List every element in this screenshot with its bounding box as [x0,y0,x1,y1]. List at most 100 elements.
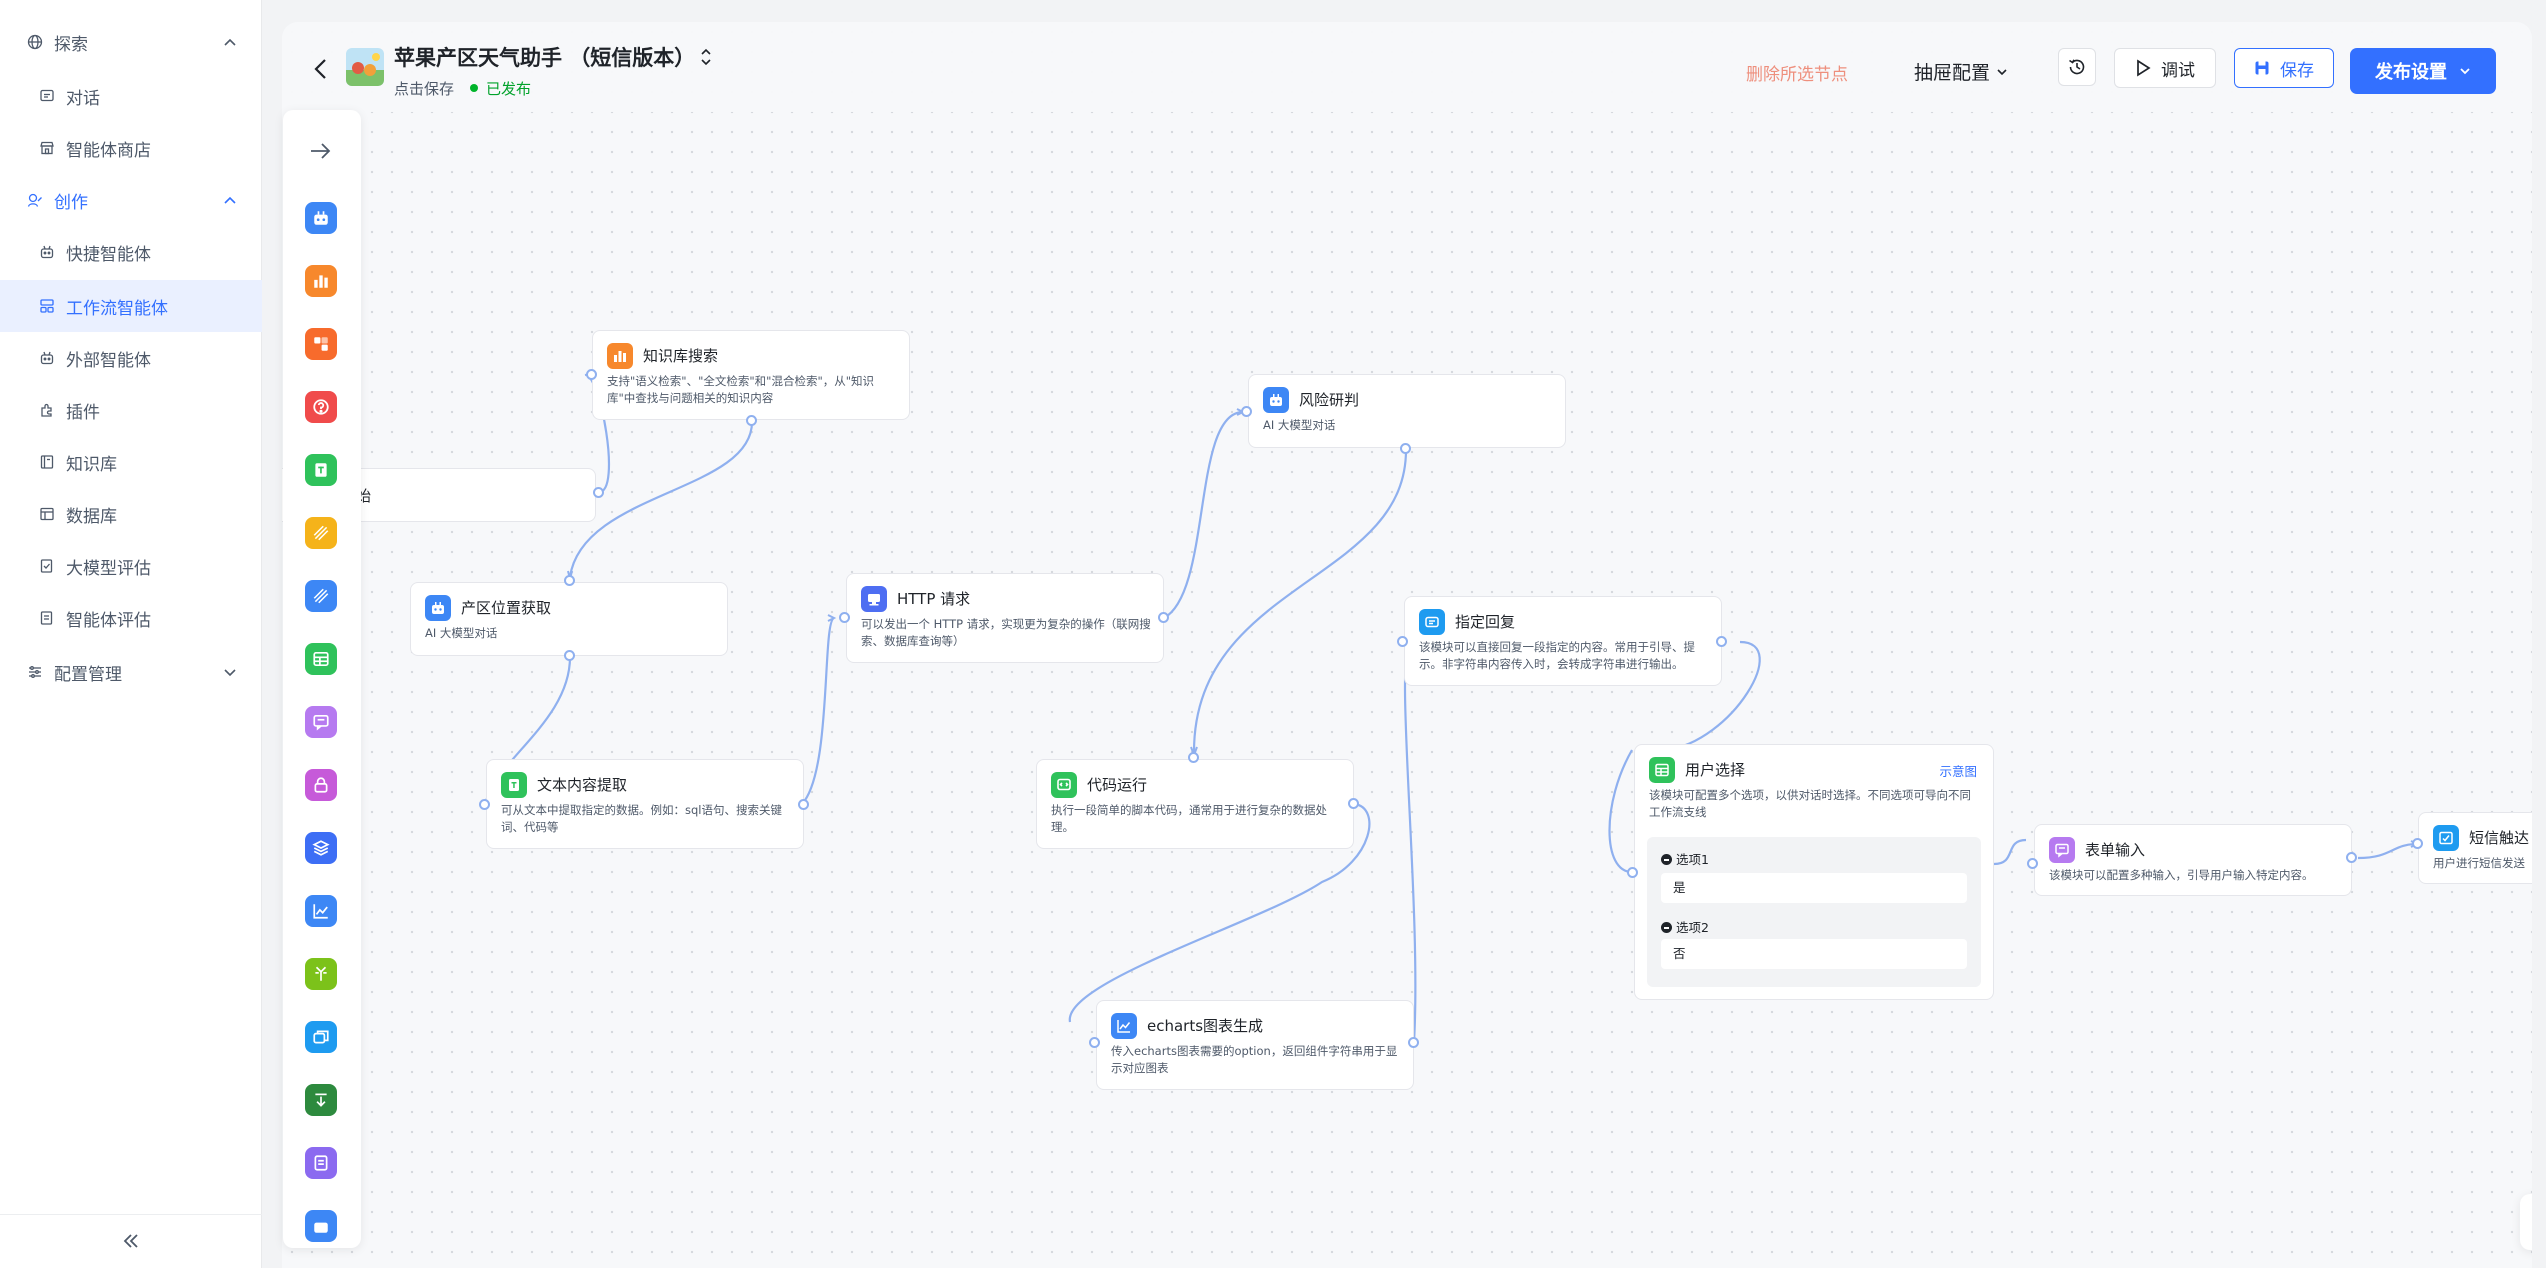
nav-item-external-agent-label: 外部智能体 [66,350,151,371]
node-user-choice[interactable]: 用户选择 示意图 该模块可配置多个选项，以供对话时选择。不同选项可导向不同工作流… [1634,744,1994,1000]
history-button[interactable] [2058,48,2096,86]
nav-item-agent-eval[interactable]: 智能体评估 [0,592,262,644]
download-icon[interactable] [305,1084,337,1116]
nav-item-quick-agent[interactable]: 快捷智能体 [0,226,262,278]
globe-icon [26,33,44,51]
back-icon[interactable] [310,56,332,82]
window-icon[interactable] [305,1021,337,1053]
port-in[interactable] [1089,1037,1100,1048]
nav-item-external-agent[interactable]: 外部智能体 [0,332,262,384]
save-icon [2255,61,2269,75]
remove-option-icon[interactable] [1661,854,1672,865]
port-in[interactable] [2412,838,2423,849]
option-input[interactable]: 是 [1661,873,1967,903]
port-in[interactable] [2027,858,2038,869]
more-icon[interactable] [305,1210,337,1242]
nav-item-model-eval[interactable]: 大模型评估 [0,540,262,592]
edge-extract-http [801,616,835,805]
port-out[interactable] [798,799,809,810]
doc-icon[interactable] [305,454,337,486]
node-location[interactable]: 产区位置获取 AI 大模型对话 [410,582,728,656]
question-icon[interactable] [305,391,337,423]
port-out[interactable] [1408,1037,1419,1048]
node-title: 代码运行 [1087,776,1148,794]
chevron-up-icon [224,196,236,204]
bar-chart-icon[interactable] [305,265,337,297]
save-label: 保存 [2280,60,2314,81]
drawer-config-dropdown[interactable]: 抽屉配置 [1914,58,2008,85]
nav-item-dialog[interactable]: 对话 [0,70,262,122]
node-echarts[interactable]: echarts图表生成 传入echarts图表需要的option，返回组件字符串… [1096,1000,1414,1090]
reply-icon [1419,609,1445,635]
stripes-icon[interactable] [305,580,337,612]
branch-icon[interactable] [305,958,337,990]
layers-icon[interactable] [305,832,337,864]
puzzle-icon[interactable] [305,328,337,360]
port-out[interactable] [1158,612,1169,623]
stripes-icon[interactable] [305,517,337,549]
port-in[interactable] [1188,752,1199,763]
nav-item-agent-store[interactable]: 智能体商店 [0,122,262,174]
nav-group-create[interactable]: 创作 [0,174,262,226]
option-input[interactable]: 否 [1661,939,1967,969]
nav-item-plugins[interactable]: 插件 [0,384,262,436]
port-in[interactable] [839,612,850,623]
delete-selected-button[interactable]: 删除所选节点 [1746,65,1848,85]
status-dot [470,84,478,92]
node-text-extract[interactable]: 文本内容提取 可从文本中提取指定的数据。例如：sql语句、搜索关键词、代码等 [486,759,804,849]
port-out[interactable] [2346,852,2357,863]
port-out[interactable] [1400,443,1411,454]
lock-icon[interactable] [305,769,337,801]
port-out[interactable] [746,415,757,426]
sidebar: 探索 对话 智能体商店 创作 快捷智能体 工作流智能体 外部智能体 插件 知识库… [0,0,262,1268]
nav-item-knowledge-base-label: 知识库 [66,454,117,475]
nav-group-explore-label: 探索 [54,34,88,55]
port-in[interactable] [1241,406,1252,417]
option-label[interactable]: 选项2 [1661,917,1709,936]
arrow-right-icon[interactable] [307,140,335,162]
node-http[interactable]: HTTP 请求 可以发出一个 HTTP 请求，实现更为复杂的操作（联网搜索、数据… [846,573,1164,663]
node-sms[interactable]: 短信触达 用户进行短信发送 [2418,812,2532,884]
code-icon [1051,772,1077,798]
workflow-canvas[interactable]: 苹果产区天气助手 （短信版本） 点击保存 已发布 删除所选节点 抽屉配置 调试 … [282,22,2532,1268]
publish-settings-button[interactable]: 发布设置 [2350,48,2496,94]
port-out[interactable] [1348,798,1359,809]
debug-button[interactable]: 调试 [2114,48,2216,88]
nav-item-database[interactable]: 数据库 [0,488,262,540]
port-in[interactable] [1627,867,1638,878]
node-form[interactable]: 表单输入 该模块可以配置多种输入，引导用户输入特定内容。 [2034,824,2352,896]
port-out[interactable] [1716,636,1727,647]
port-in[interactable] [564,575,575,586]
nav-item-workflow-agent[interactable]: 工作流智能体 [0,280,262,332]
option-label[interactable]: 选项1 [1661,849,1709,868]
node-desc: AI 大模型对话 [1263,418,1336,432]
bar-chart-icon [607,343,633,369]
message-icon[interactable] [305,706,337,738]
divider [0,1214,262,1215]
line-chart-icon[interactable] [305,895,337,927]
node-kb-search[interactable]: 知识库搜索 支持"语义检索"、"全文检索"和"混合检索"，从"知识库"中查找与问… [592,330,910,420]
port-out[interactable] [593,487,604,498]
chevron-down-icon [1997,68,2007,75]
port-in[interactable] [586,369,597,380]
nav-group-explore[interactable]: 探索 [0,16,262,68]
port-in[interactable] [479,799,490,810]
robot-icon[interactable] [305,202,337,234]
collapse-sidebar-icon[interactable] [118,1228,144,1254]
list-icon[interactable] [305,1147,337,1179]
port-in[interactable] [1397,636,1408,647]
node-reply[interactable]: 指定回复 该模块可以直接回复一段指定的内容。常用于引导、提示。非字符串内容传入时… [1404,596,1722,686]
node-code[interactable]: 代码运行 执行一段简单的脚本代码，通常用于进行复杂的数据处理。 [1036,759,1354,849]
example-link[interactable]: 示意图 [1939,764,1977,779]
option-label-text: 选项2 [1676,920,1709,935]
remove-option-icon[interactable] [1661,922,1672,933]
node-risk[interactable]: 风险研判 AI 大模型对话 [1248,374,1566,448]
switch-app-icon[interactable] [698,46,714,68]
table-icon[interactable] [305,643,337,675]
port-out[interactable] [564,650,575,661]
save-button[interactable]: 保存 [2234,48,2334,88]
node-title: 用户选择 [1685,761,1746,779]
nav-item-knowledge-base[interactable]: 知识库 [0,436,262,488]
nav-item-database-label: 数据库 [66,506,117,527]
nav-group-config[interactable]: 配置管理 [0,646,262,698]
